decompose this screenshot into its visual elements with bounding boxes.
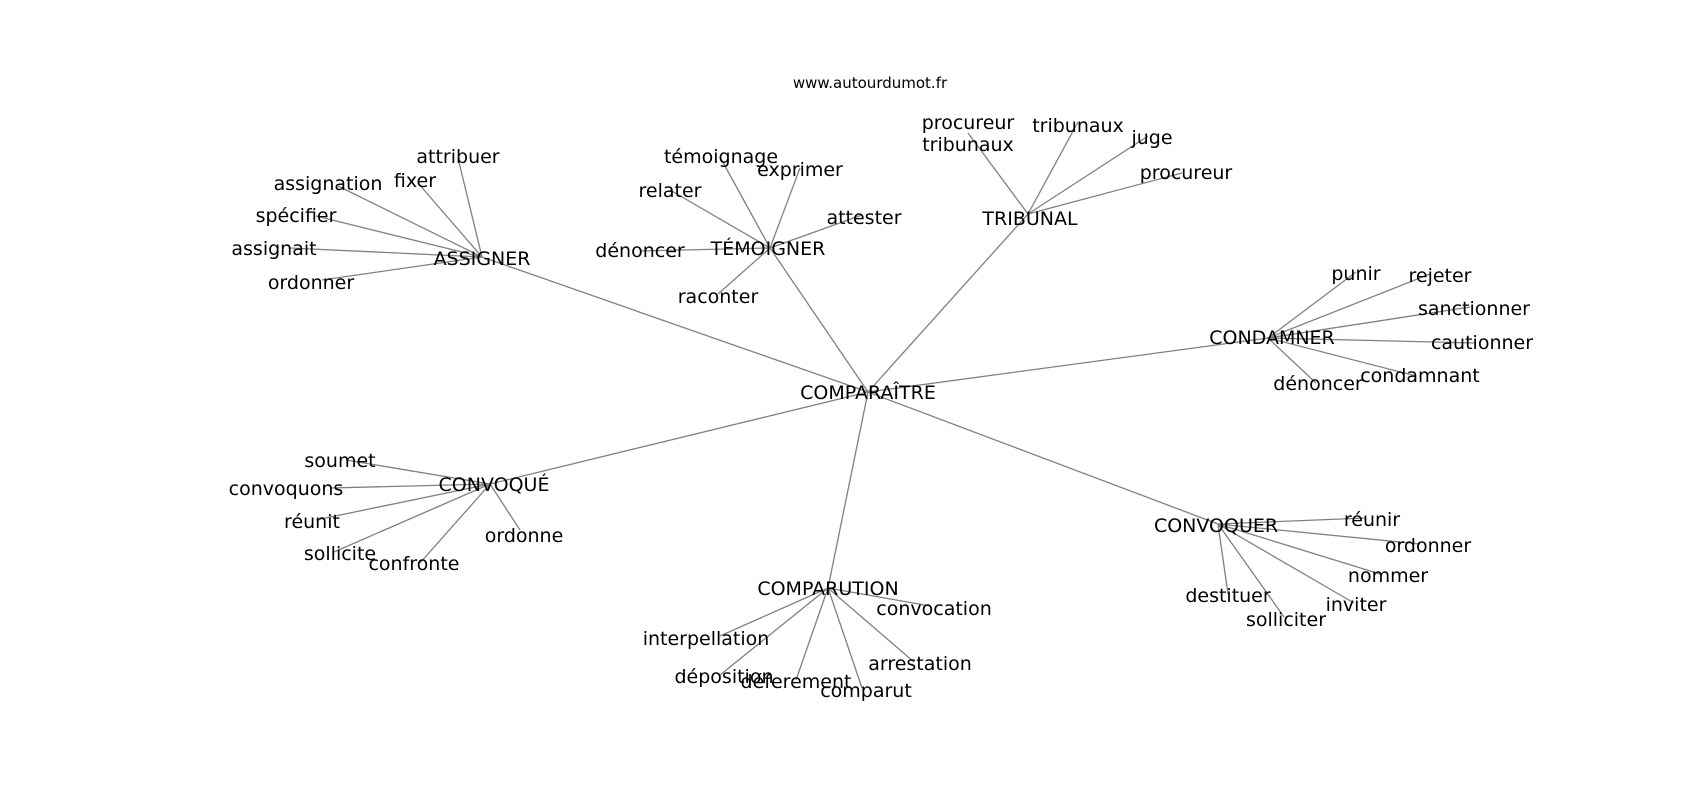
- edge-convoquer-1: [1217, 523, 1421, 545]
- edge-condamner-1: [1267, 273, 1431, 339]
- leaf-node-condamner-4[interactable]: dénoncer: [1273, 373, 1363, 395]
- leaf-node-condamner-3[interactable]: cautionner: [1431, 332, 1533, 354]
- edge-root-comparution: [827, 391, 869, 589]
- edge-root-assigner: [481, 256, 869, 393]
- leaf-node-comparution-1[interactable]: interpellation: [643, 628, 770, 650]
- edge-condamner-2: [1267, 306, 1471, 339]
- leaf-node-tribunal-2[interactable]: juge: [1130, 127, 1172, 149]
- edge-convoquer-2: [1217, 523, 1381, 575]
- leaf-node-convoque-3[interactable]: ordonne: [485, 525, 564, 547]
- hub-node-convoque[interactable]: CONVOQUÉ: [439, 473, 550, 496]
- labels: COMPARAÎTRE ASSIGNER attribuer assignation f…: [229, 112, 1534, 702]
- leaf-node-assigner-4[interactable]: assignait: [231, 238, 316, 260]
- edge-convoquer-5: [1217, 523, 1285, 618]
- root-node[interactable]: COMPARAÎTRE: [800, 381, 936, 404]
- leaf-node-assigner-0[interactable]: attribuer: [416, 146, 499, 168]
- hub-node-condamner[interactable]: CONDAMNER: [1209, 327, 1335, 349]
- edge-convoquer-0: [1217, 517, 1367, 525]
- leaf-node-temoigner-3[interactable]: attester: [826, 207, 901, 229]
- edge-comparution-0: [827, 587, 931, 607]
- source-label[interactable]: www.autourdumot.fr: [793, 74, 948, 92]
- leaf-node-temoigner-4[interactable]: dénoncer: [595, 240, 685, 262]
- leaf-node-tribunal-3[interactable]: procureur: [1140, 162, 1233, 184]
- leaf-node-convoquer-4[interactable]: inviter: [1326, 594, 1387, 616]
- leaf-node-comparution-2[interactable]: arrestation: [868, 653, 972, 675]
- leaf-node-temoigner-2[interactable]: relater: [639, 180, 702, 202]
- leaf-node-convoquer-2[interactable]: nommer: [1348, 565, 1428, 587]
- edge-tribunal-0: [967, 132, 1029, 215]
- edge-convoque-2: [315, 483, 491, 521]
- leaf-node-tribunal-1[interactable]: tribunaux: [1032, 115, 1124, 137]
- edge-comparution-4: [795, 587, 829, 681]
- leaf-node-condamner-2[interactable]: sanctionner: [1418, 298, 1530, 320]
- edge-condamner-4: [1267, 337, 1317, 384]
- hub-node-temoigner[interactable]: TÉMOIGNER: [710, 237, 826, 260]
- edge-assigner-1: [337, 185, 483, 258]
- leaf-node-convoque-1[interactable]: convoquons: [229, 478, 344, 500]
- edge-condamner-5: [1267, 337, 1417, 377]
- edge-convoque-3: [489, 483, 521, 531]
- leaf-node-comparution-5[interactable]: comparut: [820, 680, 912, 702]
- edge-convoquer-4: [1217, 523, 1355, 604]
- leaf-node-assigner-3[interactable]: spécifier: [256, 205, 337, 227]
- leaf-node-convoquer-5[interactable]: solliciter: [1246, 609, 1326, 631]
- hub-node-assigner[interactable]: ASSIGNER: [434, 248, 531, 270]
- leaf-node-comparution-3[interactable]: déposition: [674, 666, 773, 688]
- leaf-node-convoque-0[interactable]: soumet: [304, 450, 375, 472]
- edge-root-temoigner: [769, 247, 869, 393]
- edge-comparution-1: [719, 587, 829, 637]
- edge-temoigner-4: [639, 247, 771, 252]
- leaf-node-convoque-4[interactable]: sollicite: [304, 543, 376, 565]
- edge-assigner-2: [417, 182, 483, 258]
- edge-tribunal-1: [1027, 121, 1079, 215]
- edge-convoque-4: [333, 483, 491, 553]
- edge-root-tribunal: [867, 213, 1029, 393]
- edge-root-convoque: [489, 391, 869, 485]
- hub-node-tribunal[interactable]: TRIBUNAL: [981, 208, 1078, 230]
- edge-convoque-0: [345, 459, 491, 485]
- edge-tribunal-3: [1027, 172, 1183, 215]
- edge-temoigner-1: [769, 167, 801, 249]
- edges: [289, 121, 1475, 689]
- leaf-node-convoque-2[interactable]: réunit: [284, 511, 340, 533]
- edge-convoquer-3: [1217, 523, 1229, 595]
- leaf-node-assigner-2[interactable]: fixer: [394, 170, 436, 192]
- edge-temoigner-0: [719, 156, 771, 249]
- edge-root-condamner: [867, 337, 1269, 393]
- leaf-node-comparution-0[interactable]: convocation: [876, 598, 991, 620]
- edge-root-convoquer: [867, 391, 1219, 525]
- edge-convoque-1: [329, 483, 491, 489]
- leaf-node-condamner-5[interactable]: condamnant: [1360, 365, 1480, 387]
- leaf-node-convoque-5[interactable]: confronte: [368, 553, 459, 575]
- hub-node-convoquer[interactable]: CONVOQUER: [1154, 515, 1278, 537]
- edge-convoque-5: [419, 483, 491, 564]
- leaf-node-convoquer-0[interactable]: réunir: [1344, 509, 1400, 531]
- edge-temoigner-2: [669, 189, 771, 249]
- leaf-node-condamner-1[interactable]: rejeter: [1408, 265, 1471, 287]
- leaf-node-temoigner-0[interactable]: témoignage: [664, 146, 778, 168]
- leaf-node-temoigner-1[interactable]: exprimer: [757, 159, 843, 181]
- edge-condamner-0: [1267, 271, 1357, 339]
- edge-assigner-4: [289, 247, 483, 258]
- leaf-node-assigner-5[interactable]: ordonner: [268, 272, 355, 294]
- hub-node-comparution[interactable]: COMPARUTION: [757, 578, 898, 600]
- leaf-node-assigner-1[interactable]: assignation: [274, 173, 383, 195]
- leaf-node-temoigner-5[interactable]: raconter: [678, 286, 759, 308]
- edge-assigner-3: [315, 215, 483, 258]
- edge-temoigner-3: [769, 214, 863, 249]
- edge-temoigner-5: [717, 247, 771, 295]
- edge-comparution-2: [827, 587, 915, 663]
- edge-assigner-5: [321, 256, 483, 281]
- edge-comparution-3: [719, 587, 829, 676]
- edge-assigner-0: [457, 157, 483, 258]
- leaf-node-condamner-0[interactable]: punir: [1331, 263, 1380, 285]
- leaf-node-convoquer-1[interactable]: ordonner: [1385, 535, 1472, 557]
- leaf-node-convoquer-3[interactable]: destituer: [1185, 585, 1271, 607]
- edge-comparution-5: [827, 587, 863, 689]
- leaf-node-comparution-4[interactable]: déferement: [741, 671, 852, 693]
- edge-condamner-3: [1267, 337, 1475, 344]
- edge-tribunal-2: [1027, 135, 1149, 215]
